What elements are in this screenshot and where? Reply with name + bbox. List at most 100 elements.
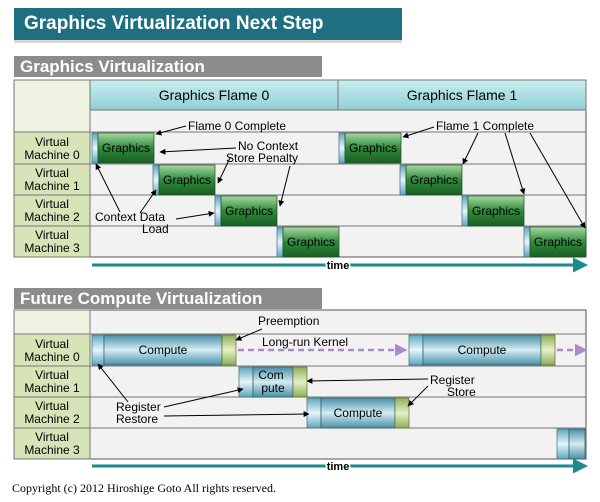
graphics-time-label: time bbox=[327, 260, 350, 272]
g-vm2-label-line2: Machine 2 bbox=[24, 210, 80, 224]
register-store-line2: Store bbox=[447, 385, 476, 399]
split-compute-label-line1: Com bbox=[258, 368, 283, 382]
graphics-block-label: Graphics bbox=[163, 173, 211, 187]
split-compute-label-line2: pute bbox=[261, 381, 285, 395]
copyright-text: Copyright (c) 2012 Hiroshige Goto All ri… bbox=[12, 481, 276, 495]
graphics-block-label: Graphics bbox=[102, 141, 150, 155]
annotation-arrow bbox=[504, 132, 526, 195]
context-load-strip bbox=[276, 226, 284, 258]
graphics-block-label: Graphics bbox=[410, 173, 458, 187]
vm1-label-cell bbox=[13, 163, 91, 196]
graphics-blocks bbox=[91, 132, 587, 258]
annotation-arrow bbox=[163, 411, 310, 418]
c-vm1-label-line2: Machine 1 bbox=[24, 381, 80, 395]
vm3-label-cell bbox=[13, 225, 91, 258]
flame1-complete-label: Flame 1 Complete bbox=[436, 119, 534, 133]
register-restore-strip bbox=[306, 397, 322, 429]
graphics-block bbox=[344, 132, 402, 164]
compute-block bbox=[103, 334, 223, 366]
graphics-block bbox=[405, 164, 463, 196]
annotation-arrow bbox=[159, 147, 237, 155]
vm0-label-cell bbox=[13, 131, 91, 165]
context-load-strip bbox=[461, 195, 469, 227]
register-restore-strip bbox=[238, 366, 254, 398]
annotation-arrow bbox=[407, 385, 429, 407]
register-restore-strip bbox=[408, 334, 424, 366]
register-restore-line2: Restore bbox=[116, 412, 158, 426]
context-load-strip bbox=[338, 132, 346, 164]
preemption-label: Preemption bbox=[258, 314, 319, 328]
annotation-arrow bbox=[462, 132, 479, 165]
register-store-strip bbox=[540, 334, 556, 366]
title-bar: Graphics Virtualization Next Step bbox=[14, 8, 402, 43]
c-vm0-label-line2: Machine 0 bbox=[24, 350, 80, 364]
c-vm0-label-line1: Virtual bbox=[35, 337, 69, 351]
g-vm3-label-line1: Virtual bbox=[35, 228, 69, 242]
frame1-header-cell bbox=[337, 79, 587, 111]
graphics-block-label: Graphics bbox=[349, 141, 397, 155]
g-vm3-label-line2: Machine 3 bbox=[24, 241, 80, 255]
graphics-block bbox=[220, 195, 278, 227]
annotation-arrow bbox=[95, 163, 121, 213]
annotation-arrow bbox=[155, 125, 187, 136]
context-load-strip bbox=[214, 195, 222, 227]
flame0-complete-label: Flame 0 Complete bbox=[188, 119, 286, 133]
c-vm3-label-cell bbox=[13, 427, 91, 460]
compute-block-label: Compute bbox=[334, 406, 383, 420]
compute-corner-cell bbox=[13, 309, 91, 335]
register-store-strip bbox=[394, 397, 410, 429]
compute-time-label: time bbox=[327, 461, 350, 473]
annotation-arrow bbox=[306, 377, 429, 384]
no-context-label-line1: No Context bbox=[238, 139, 299, 153]
graphics-block bbox=[158, 164, 216, 196]
compute-block bbox=[252, 366, 294, 398]
c-vm3-label-line2: Machine 3 bbox=[24, 443, 80, 457]
compute-block-label: Compute bbox=[458, 343, 507, 357]
graphics-block bbox=[529, 226, 587, 258]
c-vm2-label-line2: Machine 2 bbox=[24, 412, 80, 426]
frame0-header: Graphics Flame 0 bbox=[159, 87, 270, 103]
compute-block bbox=[422, 334, 542, 366]
compute-annotation-arrows bbox=[97, 328, 429, 418]
c-vm2-label-line1: Virtual bbox=[35, 399, 69, 413]
annotation-arrow bbox=[163, 387, 244, 408]
compute-block bbox=[568, 428, 586, 460]
page-title: Graphics Virtualization Next Step bbox=[24, 13, 324, 34]
compute-section-header: Future Compute Virtualization bbox=[14, 288, 322, 309]
compute-blocks bbox=[91, 334, 586, 460]
compute-block-label: Compute bbox=[139, 343, 188, 357]
graphics-annotation-arrows bbox=[95, 125, 586, 229]
annotation-arrow bbox=[529, 132, 586, 229]
frame0-header-cell bbox=[89, 79, 339, 111]
register-store-line1: Register bbox=[430, 373, 475, 387]
annotation-arrow bbox=[217, 157, 231, 184]
g-vm1-label-line2: Machine 1 bbox=[24, 179, 80, 193]
context-data-load-line1: Context Data bbox=[95, 210, 165, 224]
register-restore-line1: Register bbox=[116, 400, 161, 414]
context-data-load-line2: Load bbox=[142, 222, 169, 236]
register-store-strip bbox=[292, 366, 308, 398]
c-vm1-label-cell bbox=[13, 365, 91, 398]
annotation-arrow bbox=[175, 210, 215, 220]
long-run-kernel-label: Long-run Kernel bbox=[262, 335, 348, 349]
g-vm0-label-line1: Virtual bbox=[35, 135, 69, 149]
g-vm1-label-line1: Virtual bbox=[35, 166, 69, 180]
graphics-block-label: Graphics bbox=[534, 235, 582, 249]
c-vm1-label-line1: Virtual bbox=[35, 368, 69, 382]
context-load-strip bbox=[91, 132, 99, 164]
annotation-arrow bbox=[97, 363, 129, 403]
c-vm2-label-cell bbox=[13, 396, 91, 429]
graphics-block-label: Graphics bbox=[287, 235, 335, 249]
frame1-header: Graphics Flame 1 bbox=[407, 87, 518, 103]
compute-section-title: Future Compute Virtualization bbox=[20, 289, 263, 308]
no-context-label-line2: Store Penalty bbox=[226, 151, 298, 165]
context-load-strip bbox=[399, 164, 407, 196]
g-vm2-label-line1: Virtual bbox=[35, 197, 69, 211]
graphics-section-header: Graphics Virtualization bbox=[14, 56, 322, 77]
graphics-block-label: Graphics bbox=[225, 204, 273, 218]
annotation-arrow bbox=[139, 189, 157, 214]
register-store-strip bbox=[221, 334, 237, 366]
graphics-block bbox=[467, 195, 525, 227]
graphics-block-label: Graphics bbox=[472, 204, 520, 218]
